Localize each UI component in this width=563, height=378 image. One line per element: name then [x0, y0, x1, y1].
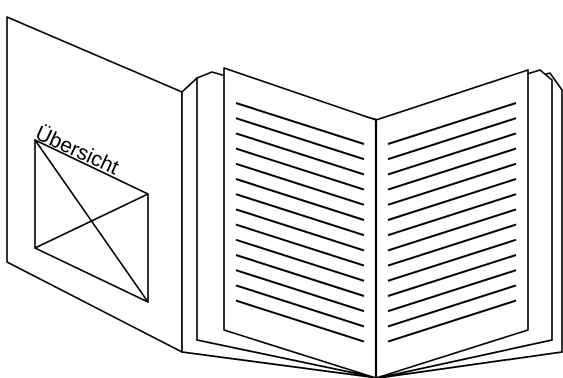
- open-right-page: [376, 70, 528, 378]
- left-cover-page: [7, 17, 182, 352]
- open-left-page: [224, 68, 376, 378]
